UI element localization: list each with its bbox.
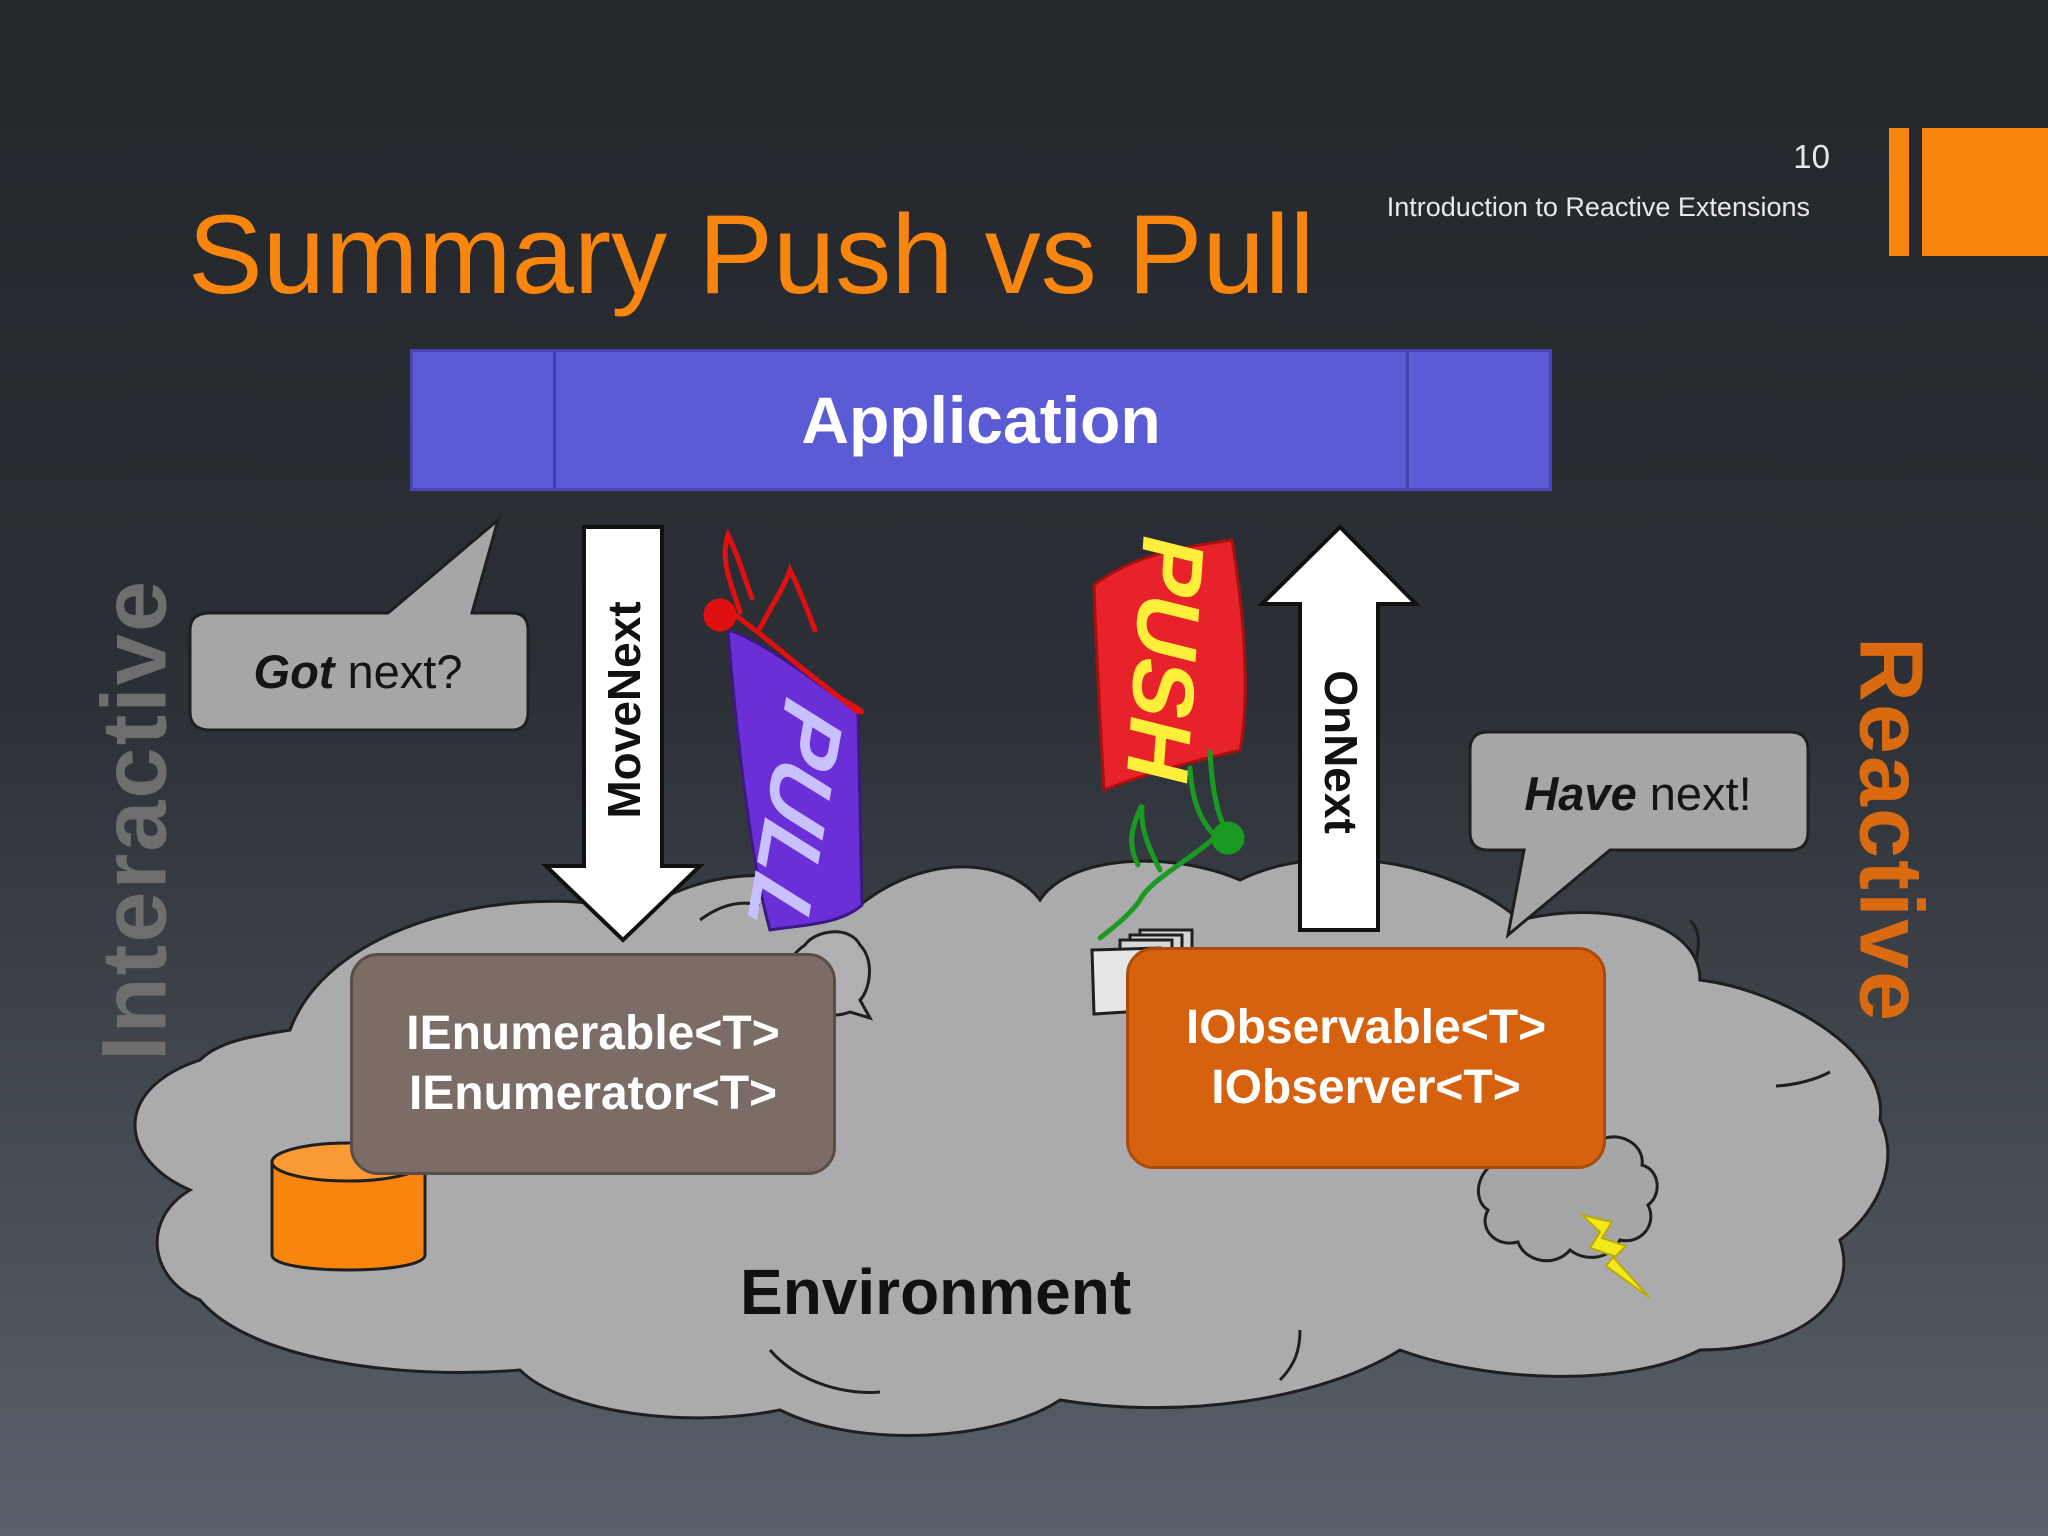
enumerable-box: IEnumerable<T> IEnumerator<T> <box>350 953 836 1175</box>
push-flag <box>1092 538 1247 793</box>
got-next-emphasis: Got <box>253 645 335 698</box>
got-next-text: Got next? <box>190 644 526 699</box>
accent-bar <box>1889 128 1909 256</box>
application-bar-divider-left <box>553 352 556 488</box>
deck-title: Introduction to Reactive Extensions <box>1386 192 1810 222</box>
pull-flag <box>726 627 864 932</box>
application-bar: Application <box>410 349 1552 491</box>
got-next-rest: next? <box>334 645 463 698</box>
push-man-icon <box>1097 749 1245 941</box>
have-next-emphasis: Have <box>1524 767 1637 820</box>
cloud-fold-3 <box>1278 1329 1302 1382</box>
have-next-rest: next! <box>1636 767 1752 820</box>
application-label: Application <box>801 383 1161 457</box>
pull-man-icon <box>703 528 865 715</box>
interactive-label: Interactive <box>83 578 186 1062</box>
environment-label: Environment <box>740 1256 1132 1328</box>
have-next-text: Have next! <box>1470 766 1806 821</box>
lightning-icon <box>1578 1213 1651 1299</box>
slide-title: Summary Push vs Pull <box>188 192 1315 317</box>
cloud-fold-5 <box>1688 918 1700 961</box>
reactive-label: Reactive <box>1840 636 1941 1024</box>
onnext-label: OnNext <box>1315 670 1367 834</box>
application-bar-divider-right <box>1406 352 1409 488</box>
observable-box: IObservable<T> IObserver<T> <box>1126 947 1606 1169</box>
got-next-bubble <box>188 515 530 732</box>
enumerable-label: IEnumerable<T> <box>406 1007 780 1060</box>
have-next-bubble <box>1468 730 1810 939</box>
cloud-fold-1 <box>699 901 761 922</box>
observer-label: IObserver<T> <box>1211 1061 1521 1114</box>
observable-label: IObservable<T> <box>1185 1001 1547 1054</box>
onnext-arrow <box>1257 524 1421 932</box>
enumerator-label: IEnumerator<T> <box>408 1067 778 1120</box>
accent-block <box>1922 128 2048 256</box>
page-number: 10 <box>1793 138 1830 175</box>
cloud-fold-4 <box>1775 1070 1831 1088</box>
movenext-label: MoveNext <box>598 601 650 819</box>
movenext-arrow <box>541 525 705 943</box>
cloud-fold-2 <box>768 1349 881 1394</box>
push-flag-label: PUSH <box>1108 526 1223 795</box>
